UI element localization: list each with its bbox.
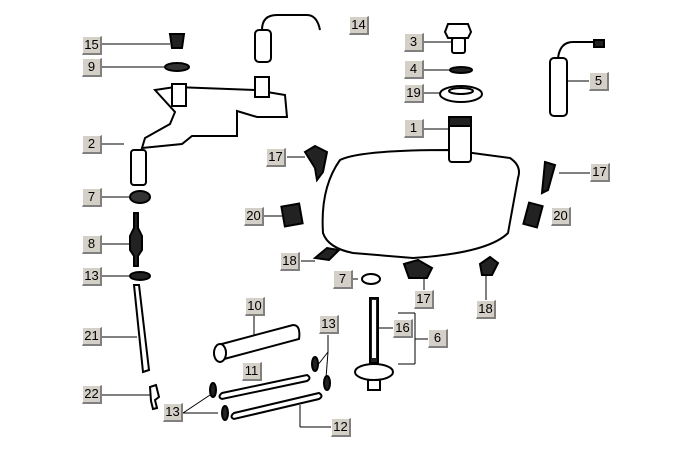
callout-6[interactable]: 6 bbox=[428, 329, 448, 348]
callout-18[interactable]: 18 bbox=[280, 252, 300, 271]
callout-13[interactable]: 13 bbox=[82, 267, 102, 286]
callout-15[interactable]: 15 bbox=[82, 36, 102, 55]
callout-17[interactable]: 17 bbox=[590, 163, 610, 182]
callout-13[interactable]: 13 bbox=[319, 315, 339, 334]
callout-9[interactable]: 9 bbox=[82, 58, 102, 77]
callout-18[interactable]: 18 bbox=[476, 300, 496, 319]
callout-2[interactable]: 2 bbox=[82, 135, 102, 154]
callout-19[interactable]: 19 bbox=[404, 84, 424, 103]
callout-3[interactable]: 3 bbox=[404, 33, 424, 52]
callout-17[interactable]: 17 bbox=[266, 148, 286, 167]
callout-4[interactable]: 4 bbox=[404, 60, 424, 79]
callout-12[interactable]: 12 bbox=[331, 418, 351, 437]
callout-8[interactable]: 8 bbox=[82, 235, 102, 254]
callout-16[interactable]: 16 bbox=[393, 319, 413, 338]
callout-10[interactable]: 10 bbox=[245, 297, 265, 316]
callout-22[interactable]: 22 bbox=[82, 385, 102, 404]
callout-11[interactable]: 11 bbox=[242, 362, 262, 381]
callout-21[interactable]: 21 bbox=[82, 327, 102, 346]
callout-7[interactable]: 7 bbox=[333, 270, 353, 289]
callout-17[interactable]: 17 bbox=[414, 290, 434, 309]
callout-5[interactable]: 5 bbox=[589, 72, 609, 91]
callout-1[interactable]: 1 bbox=[404, 119, 424, 138]
callout-13[interactable]: 13 bbox=[163, 403, 183, 422]
callout-14[interactable]: 14 bbox=[349, 16, 369, 35]
callout-20[interactable]: 20 bbox=[244, 207, 264, 226]
callout-7[interactable]: 7 bbox=[82, 188, 102, 207]
callout-20[interactable]: 20 bbox=[551, 207, 571, 226]
